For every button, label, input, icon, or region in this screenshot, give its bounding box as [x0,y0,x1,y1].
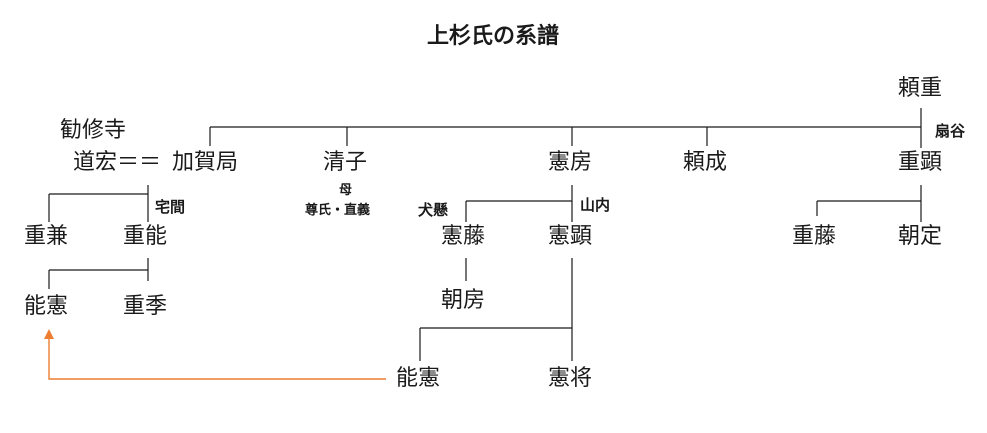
person-norifuji: 憲藤 [441,224,486,249]
person-noriaki: 憲顕 [548,224,593,249]
person-shigesue: 重季 [123,294,168,319]
adoption-arrow-line [48,338,386,380]
person-tomofusa: 朝房 [441,288,486,313]
person-norimasa: 憲将 [548,366,593,391]
person-kagano-tsubone: 加賀局 [172,150,239,175]
person-shigekane: 重兼 [24,224,69,249]
person-yoshinori-left: 能憲 [24,294,69,319]
person-yorishige: 頼重 [898,76,943,101]
note-mother-of: 尊氏・直義 [305,203,371,218]
note-mother-label: 母 [339,183,353,198]
person-shigefuji: 重藤 [792,224,837,249]
person-yorinari: 頼成 [683,150,728,175]
person-yoshinori-bottom: 能憲 [396,366,441,391]
house-inukake: 犬懸 [418,201,449,219]
person-shigeaki: 重顕 [898,150,943,175]
marriage-sign: ＝＝ [117,150,162,175]
adoption-arrow-head [44,329,54,339]
house-yamanouchi: 山内 [580,196,611,214]
person-shigeyoshi: 重能 [123,224,168,249]
house-takuma: 宅間 [155,198,186,216]
person-kanshuji: 勧修寺 [60,118,127,143]
person-norifusa: 憲房 [548,150,593,175]
diagram-title: 上杉氏の系譜 [427,24,560,49]
person-tomosada: 朝定 [898,224,943,249]
person-michihiro: 道宏 [73,150,118,175]
house-ogigayatsu: 扇谷 [935,122,966,140]
person-kiyoko: 清子 [323,150,368,175]
